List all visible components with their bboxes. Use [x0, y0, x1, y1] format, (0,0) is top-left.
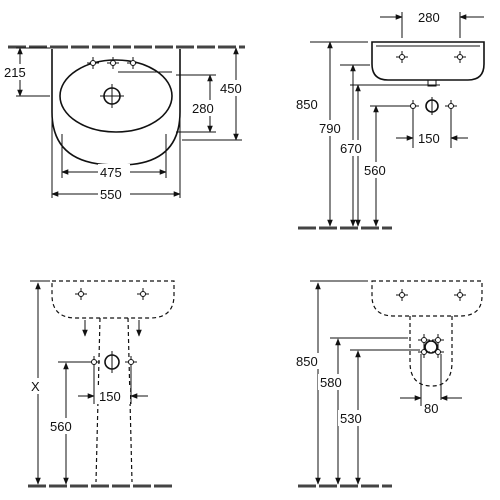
- fixing-hole-marker: [395, 50, 409, 64]
- basin-side-outline: [371, 41, 485, 81]
- semi-pedestal-view: 850 580 530 80: [296, 280, 483, 488]
- fixing-hole-marker: [453, 50, 467, 64]
- basin-dashed-outline: [371, 280, 483, 317]
- side-view: 280 850 790 670 560: [296, 10, 485, 230]
- fixing-hole-marker: [124, 355, 138, 369]
- fixing-hole-marker: [74, 287, 88, 301]
- dim-label-850: 850: [296, 97, 318, 112]
- dim-label-280: 280: [192, 101, 214, 116]
- fixing-hole-marker: [417, 333, 431, 347]
- dim-label-560: 560: [364, 163, 386, 178]
- dim-label-450: 450: [220, 81, 242, 96]
- pedestal-view: X 560 150: [28, 280, 175, 488]
- dim-label-550: 550: [100, 187, 122, 202]
- dim-label-150-side: 150: [418, 131, 440, 146]
- fixing-hole-marker: [136, 287, 150, 301]
- tap-hole-marker: [126, 56, 140, 70]
- dim-label-580: 580: [320, 375, 342, 390]
- waste-outlet: [424, 340, 438, 354]
- dim-label-560-pedestal: 560: [50, 419, 72, 434]
- fixing-hole-marker: [395, 288, 409, 302]
- basin-dashed-outline: [51, 280, 175, 319]
- dim-label-790: 790: [319, 121, 341, 136]
- fixing-hole-marker: [406, 99, 420, 113]
- dim-label-x: X: [31, 379, 40, 394]
- basin-bowl: [59, 59, 173, 133]
- basin-outline: [51, 49, 181, 166]
- pedestal-dashed-outline: [95, 317, 133, 483]
- semi-pedestal-dashed-outline: [409, 316, 453, 387]
- dim-label-850-semi: 850: [296, 354, 318, 369]
- dim-label-215: 215: [4, 65, 26, 80]
- dim-label-80: 80: [424, 401, 438, 416]
- dim-label-475: 475: [100, 165, 122, 180]
- fixing-hole-marker: [453, 288, 467, 302]
- fixing-hole-marker: [444, 99, 458, 113]
- tap-hole-marker: [86, 56, 100, 70]
- dim-label-280-side: 280: [418, 10, 440, 25]
- front-view: 215 450 280 475 550: [2, 45, 252, 202]
- dim-label-150-pedestal: 150: [99, 389, 121, 404]
- dim-label-670: 670: [340, 141, 362, 156]
- tap-hole-marker: [106, 56, 120, 70]
- fixing-hole-marker: [431, 333, 445, 347]
- dim-label-530: 530: [340, 411, 362, 426]
